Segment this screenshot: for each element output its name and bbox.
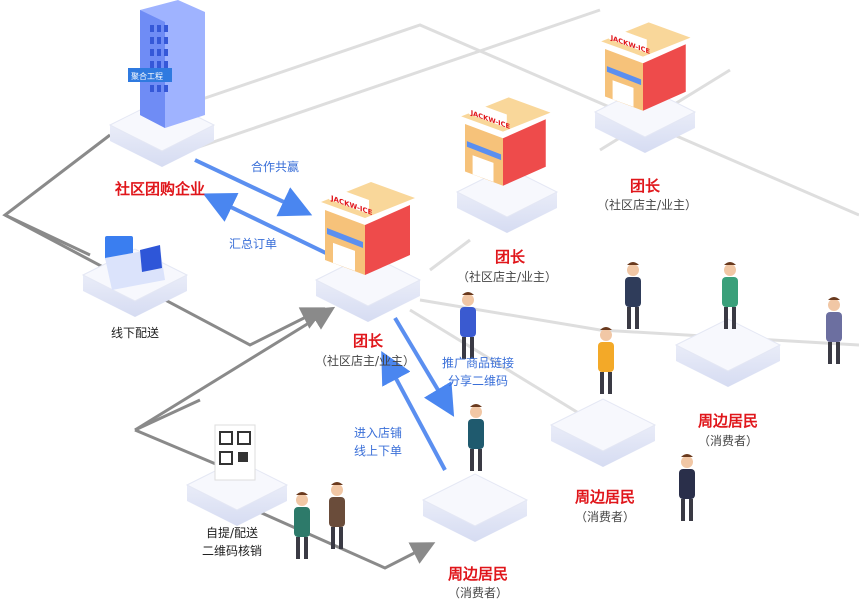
resident-person-icon [598, 327, 614, 394]
pickup-line-2: 二维码核销 [201, 544, 263, 558]
cooperate-label: 合作共赢 [250, 160, 300, 174]
courier-person-icon [826, 297, 842, 364]
resident-person-icon [294, 492, 310, 559]
shop-icon: JACKW-ICE [601, 22, 691, 111]
leader-subtitle: （社区店主/业主） [314, 354, 416, 368]
resident-platform [421, 473, 529, 542]
pickup-line-1: 自提/配送 [205, 526, 259, 540]
enter-line-1: 进入店铺 [353, 426, 403, 440]
courier-person-icon [625, 262, 641, 329]
promote-line-2: 分享二维码 [447, 374, 509, 388]
shop-icon: JACKW-ICE [461, 97, 551, 186]
leader-subtitle: （社区店主/业主） [456, 270, 558, 284]
resident-person-icon [468, 404, 484, 471]
svg-text:聚合工程: 聚合工程 [131, 71, 163, 81]
leader-title: 团长 [494, 248, 526, 266]
pickup-platform [185, 459, 289, 526]
enterprise-building-icon: 聚合工程 [128, 0, 205, 128]
resident-title: 周边居民 [697, 412, 759, 430]
leader-subtitle: （社区店主/业主） [596, 198, 698, 212]
resident-person-icon [460, 292, 476, 359]
resident-person-icon [329, 482, 345, 549]
enterprise-label: 社区团购企业 [114, 180, 206, 198]
leader-platform [455, 166, 559, 233]
pickup-label: 自提/配送 二维码核销 [202, 524, 262, 560]
resident-subtitle: （消费者） [447, 586, 509, 600]
enter-store-label: 进入店铺 线上下单 [354, 424, 402, 460]
resident-person-icon [679, 454, 695, 521]
enter-line-2: 线上下单 [353, 444, 403, 458]
leader-title: 团长 [352, 332, 384, 350]
resident-person-icon [722, 262, 738, 329]
resident-subtitle: （消费者） [574, 510, 636, 524]
collect-orders-label: 汇总订单 [228, 237, 278, 251]
resident-platform [674, 318, 782, 387]
leader-title: 团长 [629, 177, 661, 195]
offline-delivery-label: 线下配送 [110, 326, 160, 340]
resident-subtitle: （消费者） [697, 434, 759, 448]
shop-icon: JACKW-ICE [321, 182, 415, 275]
promote-label: 推广商品链接 分享二维码 [442, 354, 514, 390]
resident-title: 周边居民 [574, 488, 636, 506]
promote-line-1: 推广商品链接 [441, 356, 515, 370]
qr-code-icon [214, 424, 256, 481]
resident-platform [549, 398, 657, 467]
blue-flow-arrows [194, 158, 455, 471]
delivery-truck-icon [105, 236, 165, 290]
resident-title: 周边居民 [447, 565, 509, 583]
